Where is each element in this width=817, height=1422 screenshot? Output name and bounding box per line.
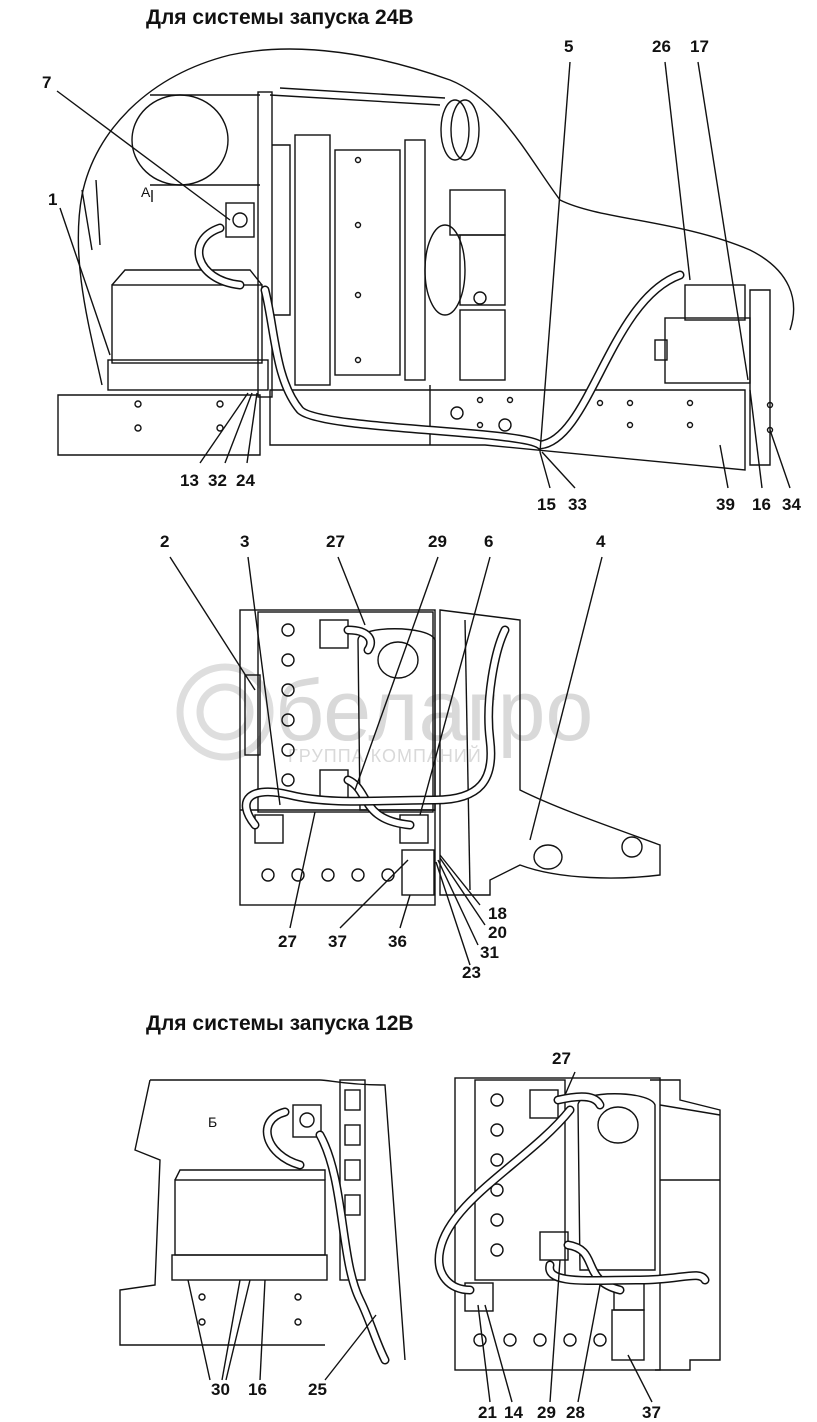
callouts-top: 7 1 5 26 17 13 32 24 15 33 39 16 34	[42, 37, 801, 514]
title-24v: Для системы запуска 24В	[146, 6, 414, 29]
callout-36: 36	[388, 932, 407, 951]
view-mark-b: Б	[208, 1114, 217, 1130]
callout-18: 18	[488, 904, 507, 923]
callout-31: 31	[480, 943, 499, 962]
callout-16: 16	[752, 495, 771, 514]
battery-view-24v	[169, 556, 661, 966]
callout-7: 7	[42, 73, 51, 92]
watermark-tagline: ГРУППА КОМПАНИЙ	[288, 745, 482, 766]
callout-20: 20	[488, 923, 507, 942]
callout-37: 37	[328, 932, 347, 951]
callout-27b: 27	[278, 932, 297, 951]
callout-29: 29	[428, 532, 447, 551]
callout-34: 34	[782, 495, 801, 514]
callout-17: 17	[690, 37, 709, 56]
side-view-12v: Б	[119, 1079, 406, 1381]
callout-3: 3	[240, 532, 249, 551]
callout-27c: 27	[552, 1049, 571, 1068]
callout-27: 27	[326, 532, 345, 551]
callout-33: 33	[568, 495, 587, 514]
callout-30: 30	[211, 1380, 230, 1399]
callout-28: 28	[566, 1403, 585, 1422]
callout-4: 4	[596, 532, 606, 551]
watermark: белагро ГРУППА КОМПАНИЙ	[176, 663, 593, 766]
callout-21: 21	[478, 1403, 497, 1422]
callout-13: 13	[180, 471, 199, 490]
callout-26: 26	[652, 37, 671, 56]
view-mark-a: А	[141, 184, 151, 200]
callout-32: 32	[208, 471, 227, 490]
callout-2: 2	[160, 532, 169, 551]
callout-39: 39	[716, 495, 735, 514]
callout-6: 6	[484, 532, 493, 551]
side-view-24v: А	[56, 48, 795, 489]
callout-15: 15	[537, 495, 556, 514]
title-12v: Для системы запуска 12В	[146, 1012, 414, 1035]
callout-37b: 37	[642, 1403, 661, 1422]
callout-5: 5	[564, 37, 573, 56]
callout-24: 24	[236, 471, 255, 490]
callout-29b: 29	[537, 1403, 556, 1422]
callouts-bottom-right: 27 21 14 29 28 37	[478, 1049, 661, 1422]
callout-1: 1	[48, 190, 57, 209]
callouts-middle: 2 3 27 29 6 4 27 37 36 18 20 31 23	[160, 532, 606, 982]
callout-25: 25	[308, 1380, 327, 1399]
callouts-bottom-left: 30 16 25	[211, 1380, 327, 1399]
watermark-brand: белагро	[275, 663, 593, 759]
callout-23: 23	[462, 963, 481, 982]
battery-view-12v	[434, 1071, 721, 1403]
callout-16b: 16	[248, 1380, 267, 1399]
callout-14: 14	[504, 1403, 523, 1422]
